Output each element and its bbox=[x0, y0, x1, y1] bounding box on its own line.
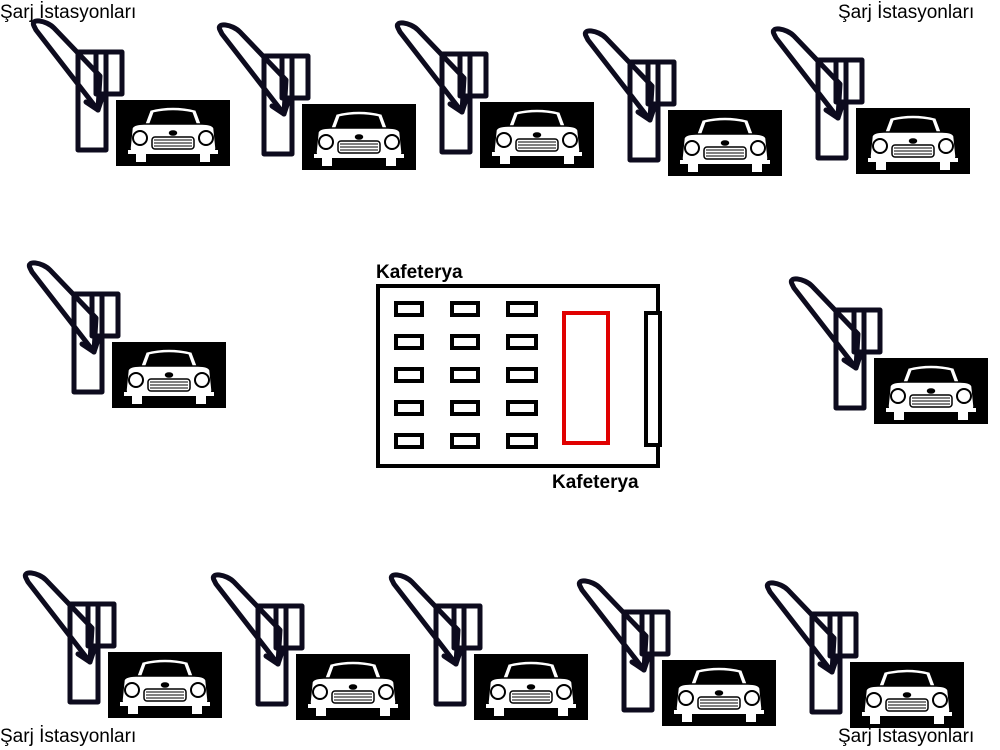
charging-station bbox=[574, 578, 776, 726]
station-label-bottom-right: Şarj İstasyonları bbox=[838, 726, 975, 747]
cafeteria-label-bottom: Kafeterya bbox=[552, 472, 639, 493]
car-icon bbox=[116, 100, 230, 166]
car-icon bbox=[108, 652, 222, 718]
car-icon bbox=[112, 342, 226, 408]
cafeteria-table bbox=[506, 334, 538, 350]
charging-station bbox=[386, 572, 588, 720]
car-icon bbox=[874, 358, 988, 424]
charging-station-icon bbox=[30, 18, 125, 153]
charging-station-icon bbox=[22, 570, 117, 705]
charging-station-icon bbox=[210, 572, 305, 707]
cafeteria-table bbox=[450, 334, 480, 350]
charging-station bbox=[24, 260, 226, 408]
cafeteria-table bbox=[394, 301, 424, 317]
car-icon bbox=[296, 654, 410, 720]
car-icon bbox=[112, 342, 226, 408]
cafeteria-door bbox=[644, 311, 662, 447]
charging-station bbox=[768, 26, 970, 174]
car-icon bbox=[302, 104, 416, 170]
charging-station-icon bbox=[770, 26, 865, 161]
cafeteria-table bbox=[450, 301, 480, 317]
car-icon bbox=[474, 654, 588, 720]
cafeteria-floor-plan bbox=[376, 284, 662, 468]
cafeteria-table bbox=[506, 301, 538, 317]
cafeteria-table bbox=[450, 367, 480, 383]
cafeteria-label-top: Kafeterya bbox=[376, 262, 463, 283]
cafeteria-counter bbox=[562, 311, 610, 445]
charging-station bbox=[580, 28, 782, 176]
charging-station bbox=[786, 276, 988, 424]
car-icon bbox=[296, 654, 410, 720]
charging-station bbox=[392, 20, 594, 168]
car-icon bbox=[116, 100, 230, 166]
cafeteria-table bbox=[506, 400, 538, 416]
station-label-bottom-left: Şarj İstasyonları bbox=[0, 726, 137, 747]
station-label-top-left: Şarj İstasyonları bbox=[0, 2, 137, 23]
cafeteria-table bbox=[450, 400, 480, 416]
car-icon bbox=[480, 102, 594, 168]
cafeteria-table bbox=[450, 433, 480, 449]
charging-station-icon bbox=[26, 260, 121, 395]
charging-station-icon bbox=[216, 22, 311, 157]
car-icon bbox=[662, 660, 776, 726]
cafeteria-table bbox=[394, 400, 424, 416]
car-icon bbox=[874, 358, 988, 424]
car-icon bbox=[474, 654, 588, 720]
charging-station-icon bbox=[764, 580, 859, 715]
charging-station bbox=[762, 580, 964, 728]
charging-station bbox=[214, 22, 416, 170]
charging-station bbox=[20, 570, 222, 718]
charging-station-icon bbox=[582, 28, 677, 163]
charging-station-icon bbox=[388, 572, 483, 707]
charging-station-icon bbox=[576, 578, 671, 713]
cafeteria-table bbox=[394, 334, 424, 350]
charging-station-icon bbox=[394, 20, 489, 155]
car-icon bbox=[302, 104, 416, 170]
car-icon bbox=[668, 110, 782, 176]
car-icon bbox=[480, 102, 594, 168]
car-icon bbox=[850, 662, 964, 728]
car-icon bbox=[662, 660, 776, 726]
car-icon bbox=[668, 110, 782, 176]
cafeteria-table bbox=[394, 367, 424, 383]
cafeteria-table bbox=[506, 433, 538, 449]
cafeteria-table bbox=[394, 433, 424, 449]
charging-station-icon bbox=[788, 276, 883, 411]
car-icon bbox=[856, 108, 970, 174]
charging-station bbox=[208, 572, 410, 720]
station-label-top-right: Şarj İstasyonları bbox=[838, 2, 975, 23]
car-icon bbox=[856, 108, 970, 174]
car-icon bbox=[108, 652, 222, 718]
cafeteria-table bbox=[506, 367, 538, 383]
car-icon bbox=[850, 662, 964, 728]
charging-station bbox=[28, 18, 230, 166]
